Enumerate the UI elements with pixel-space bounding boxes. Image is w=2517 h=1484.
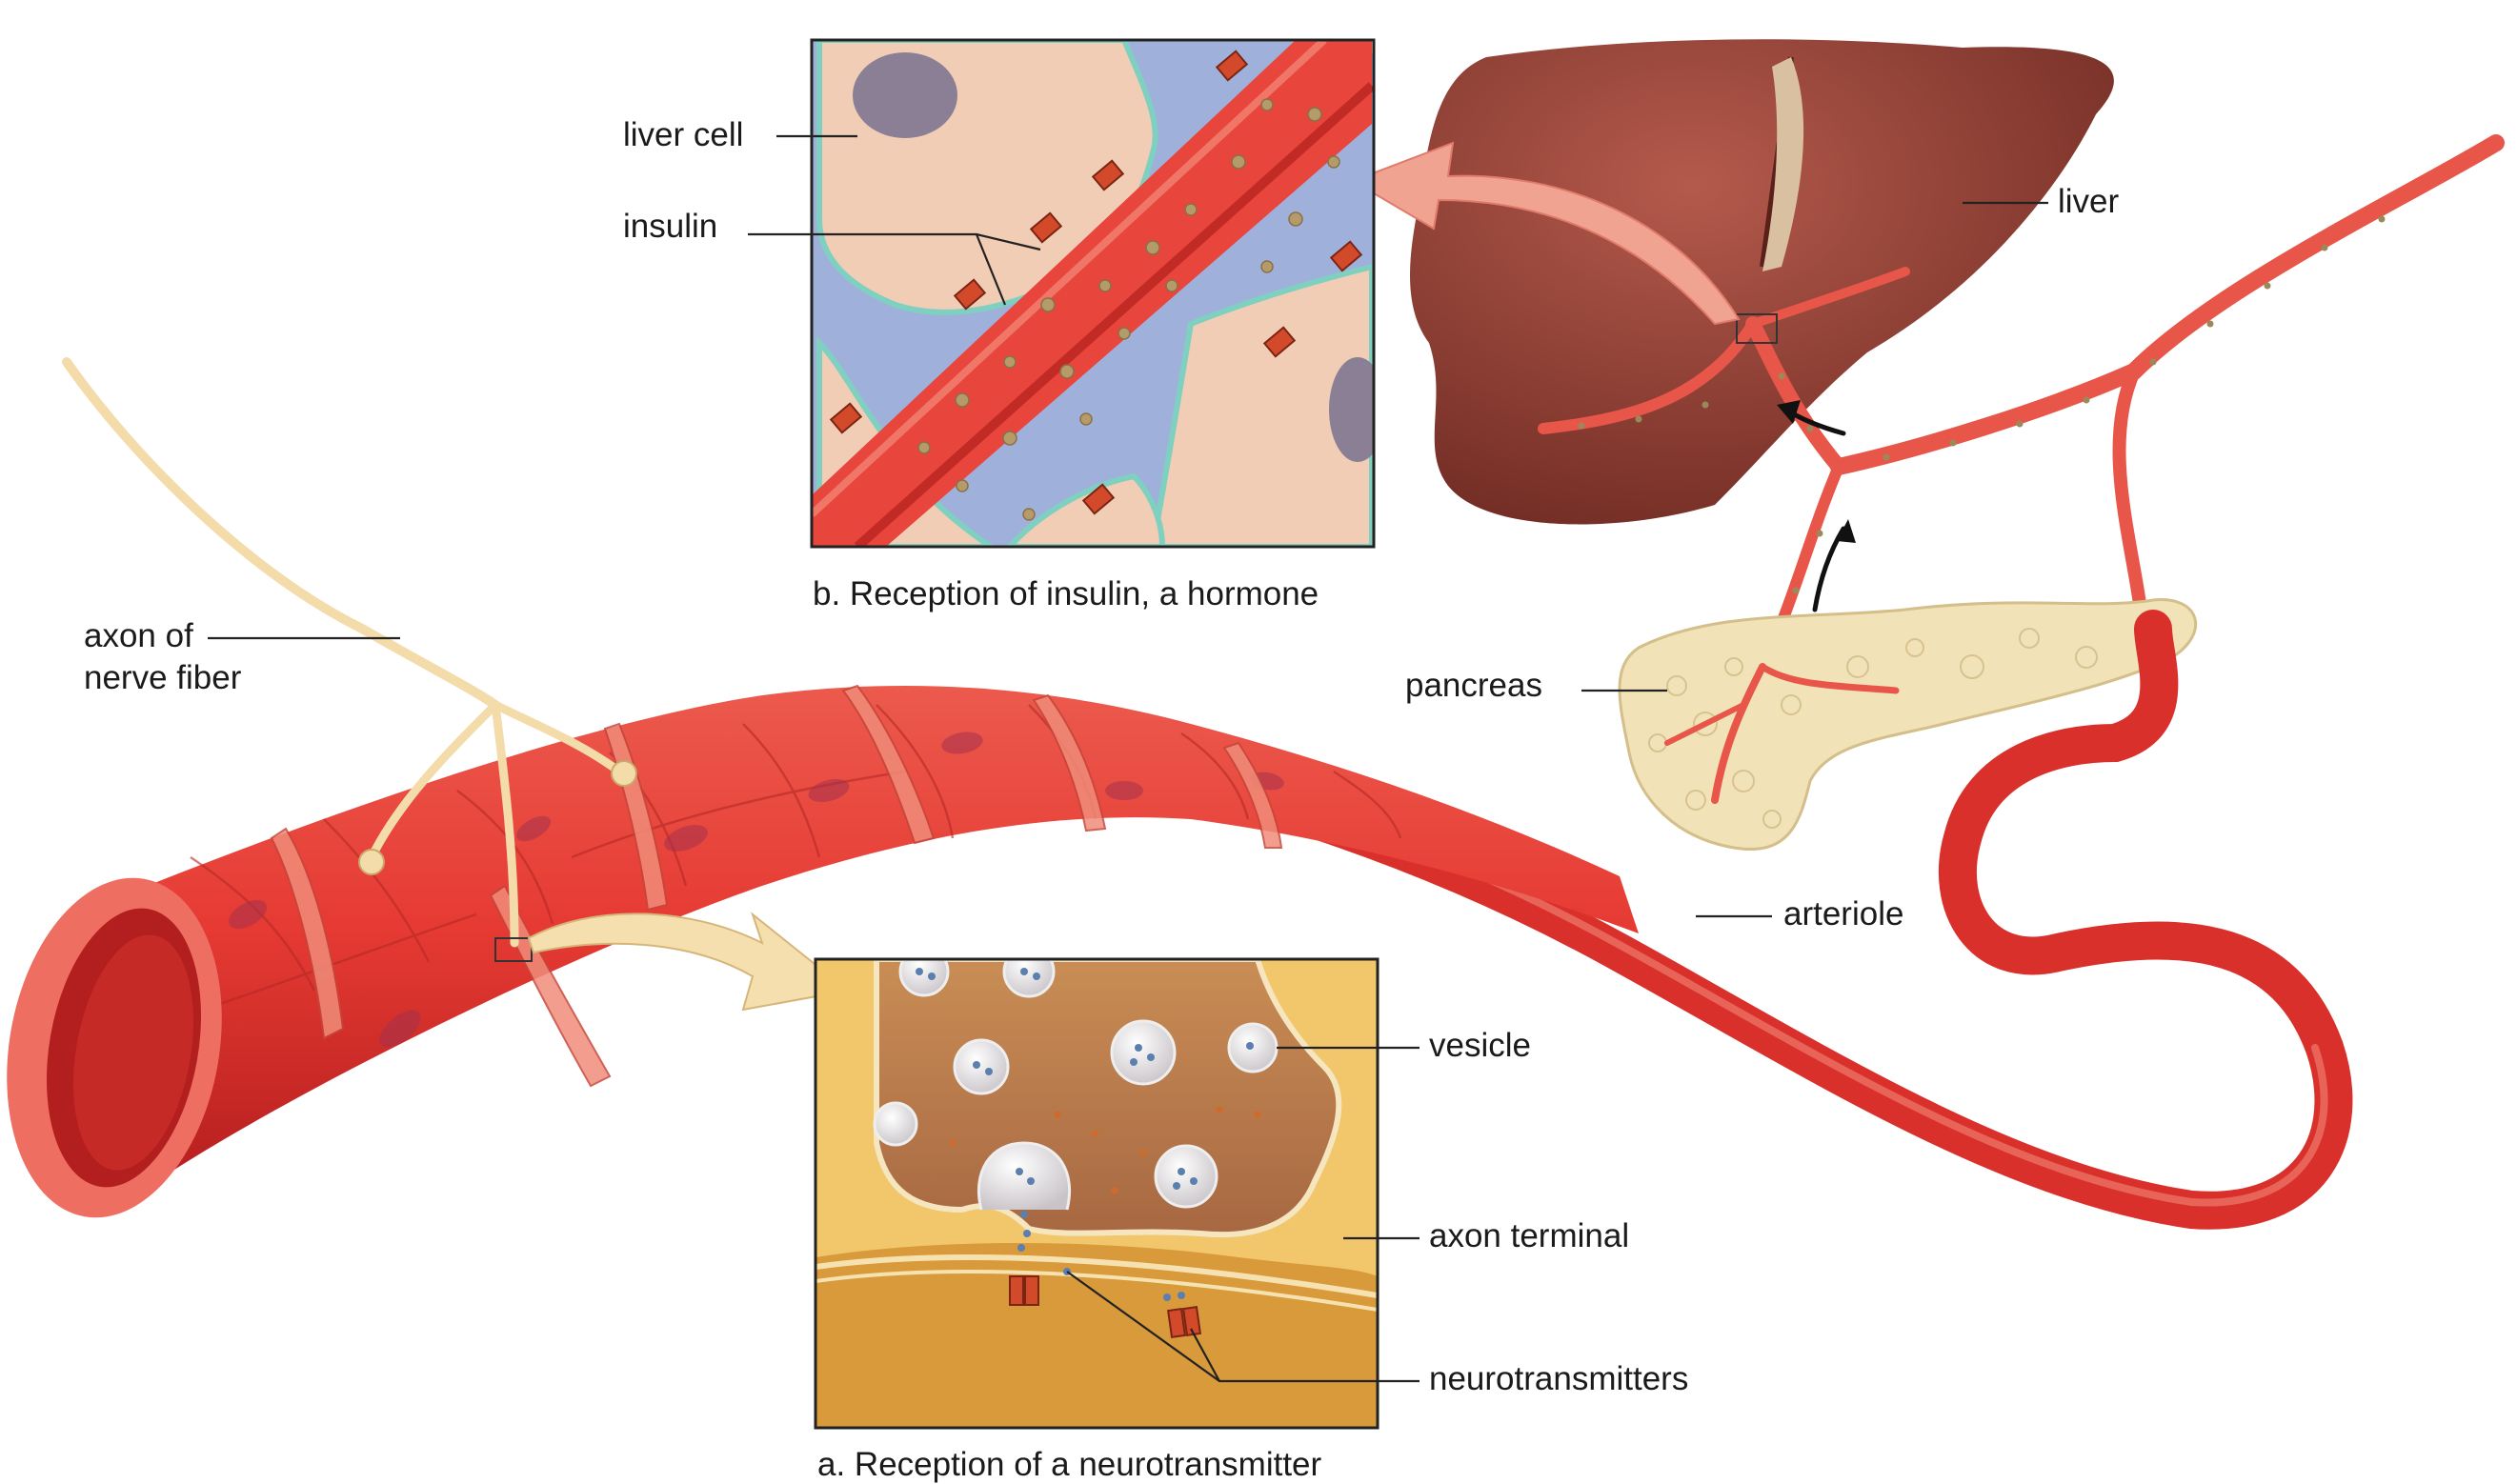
liver-organ xyxy=(1410,39,2114,525)
pancreas-texture xyxy=(1648,619,2153,829)
label-nerve-fiber: nerve fiber xyxy=(84,659,242,696)
vessel-opening xyxy=(7,877,222,1218)
inset-neurotransmitter-frame xyxy=(814,957,1379,1430)
vesicle-shape xyxy=(1110,1019,1177,1086)
nerve-inset-arrow xyxy=(527,912,851,1012)
inset-insulin-art xyxy=(812,40,1374,547)
inset-insulin-frame xyxy=(810,38,1376,549)
liver-zoom-box xyxy=(1736,313,1778,344)
nerve-endings xyxy=(358,760,637,875)
label-neurotransmitters: neurotransmitters xyxy=(1429,1360,1689,1397)
nerve-fiber xyxy=(62,357,624,948)
label-axon-terminal: axon terminal xyxy=(1429,1217,1630,1254)
pancreas-organ xyxy=(1618,598,2198,851)
insulin-dots-branches xyxy=(1578,215,2386,652)
arteriole-vessel xyxy=(76,686,1639,1172)
label-insulin: insulin xyxy=(623,208,718,245)
label-vesicle: vesicle xyxy=(1429,1027,1531,1064)
label-liver: liver xyxy=(2058,183,2120,220)
blood-flow-arrowheads xyxy=(1777,400,1856,543)
vessel-nuclei xyxy=(229,732,1284,1048)
label-pancreas: pancreas xyxy=(1405,667,1542,704)
label-axon-of: axon of xyxy=(84,617,193,654)
inset-neurotransmitter-art xyxy=(816,959,1378,1428)
label-liver-cell: liver cell xyxy=(623,116,744,153)
label-arteriole: arteriole xyxy=(1783,895,1904,933)
caption-neurotransmitter-reception: a. Reception of a neurotransmitter xyxy=(817,1446,1322,1483)
caption-insulin-reception: b. Reception of insulin, a hormone xyxy=(813,575,1319,612)
leader-lines xyxy=(208,134,2048,1383)
pancreas-vessels xyxy=(1664,663,1900,804)
